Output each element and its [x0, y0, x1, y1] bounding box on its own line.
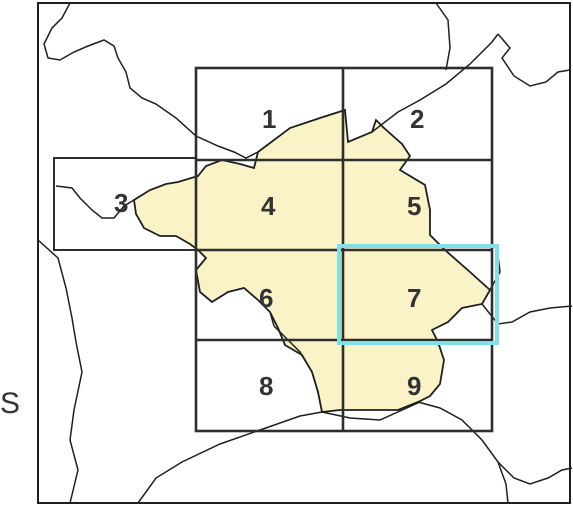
side-letter-label: S [0, 387, 21, 420]
tile-label-5: 5 [407, 191, 421, 221]
tile-grid [53, 66, 494, 433]
boundary-line [371, 33, 499, 133]
boundary-line [497, 461, 509, 504]
tile-label-3: 3 [114, 188, 128, 218]
boundary-line [497, 33, 571, 87]
boundary-lines [37, 2, 573, 504]
boundary-line [43, 2, 259, 159]
boundary-line [321, 401, 421, 421]
tile-label-7: 7 [407, 283, 421, 313]
tile-labels: 1 2 3 4 5 6 7 8 9 [114, 104, 424, 401]
highlighted-region [133, 108, 492, 413]
tile-label-9: 9 [407, 371, 421, 401]
tile-label-8: 8 [259, 371, 273, 401]
boundary-line [37, 239, 83, 504]
tile-7-highlight[interactable] [337, 244, 499, 345]
boundary-line [55, 185, 135, 219]
tile-label-2: 2 [410, 104, 424, 134]
tile-label-1: 1 [262, 104, 276, 134]
boundary-line [417, 401, 573, 485]
tile-3-box [53, 157, 196, 251]
tile-label-6: 6 [259, 283, 273, 313]
map-frame [37, 2, 571, 504]
boundary-line [435, 2, 451, 71]
tile-label-4: 4 [261, 191, 276, 221]
